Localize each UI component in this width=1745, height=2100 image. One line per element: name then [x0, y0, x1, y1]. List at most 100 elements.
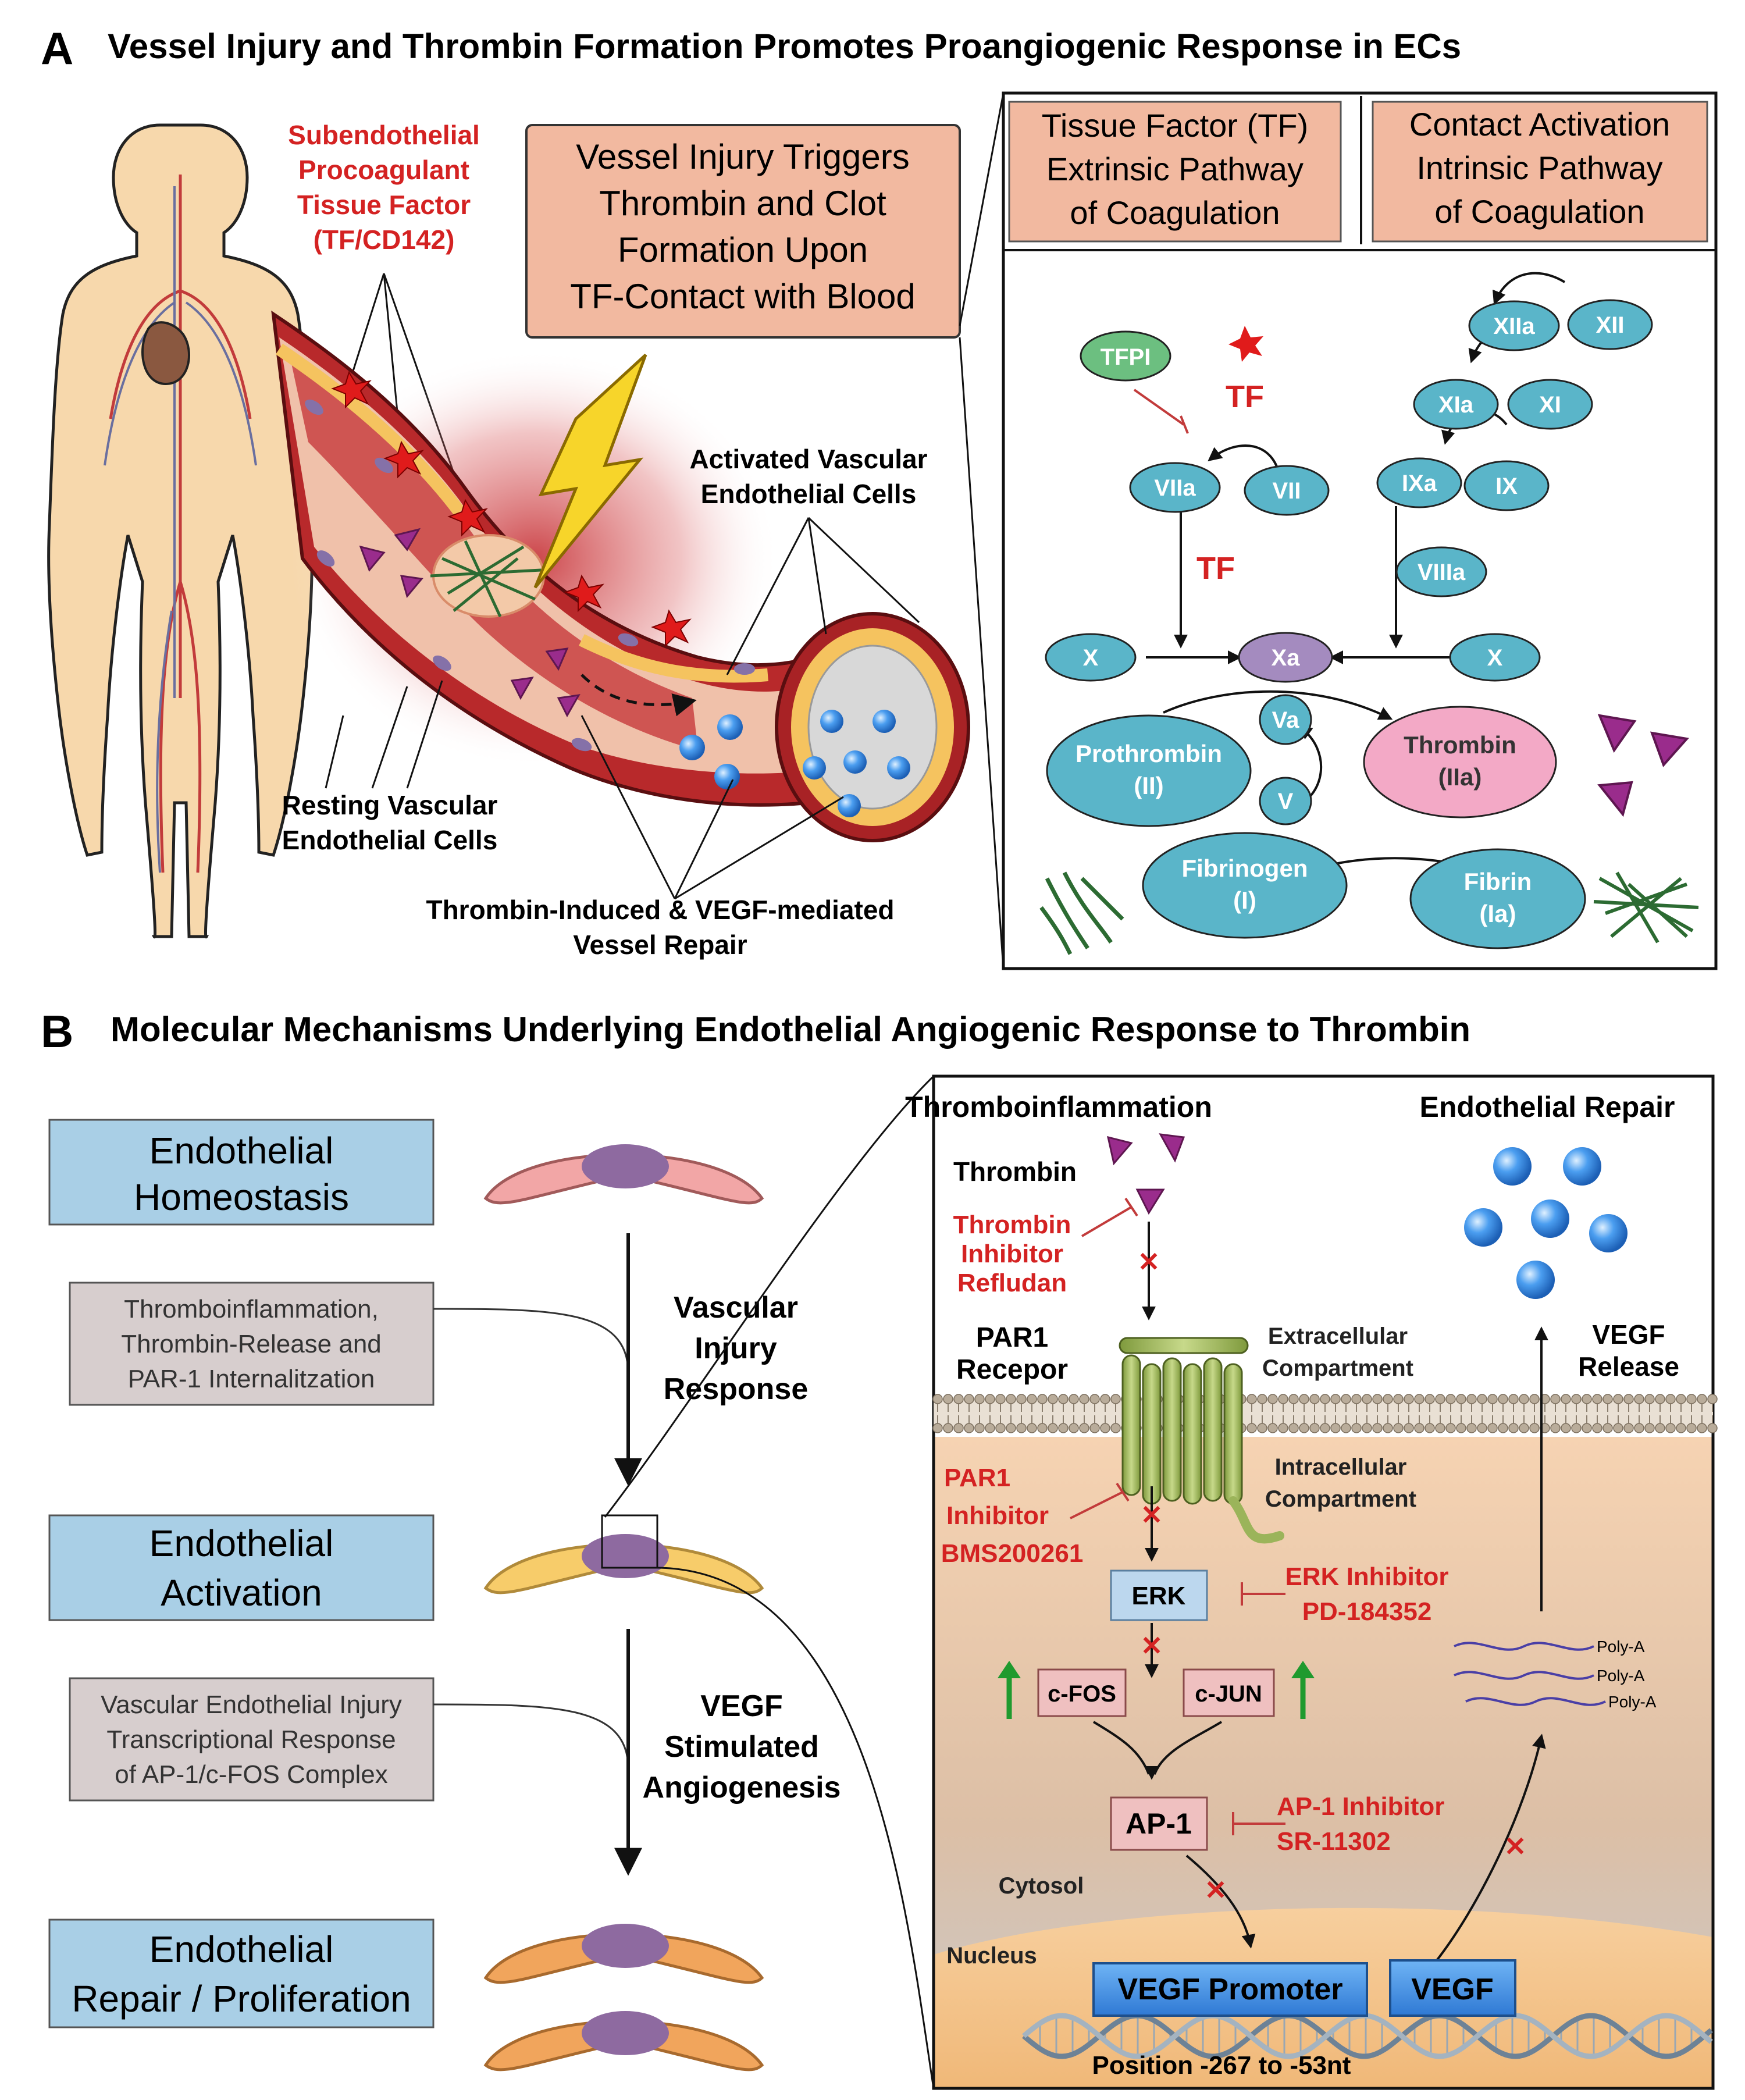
thrombin-label: Thrombin [953, 1156, 1077, 1187]
cjun-box [1183, 1668, 1275, 1717]
heart-icon [141, 321, 190, 386]
par1-receptor-label: PAR1 [976, 1322, 1048, 1353]
nucleus-label: Nucleus [946, 1943, 1037, 1969]
repair-label: Thrombin-Induced & VEGF-mediated [426, 895, 894, 925]
vegf-release-label: VEGF [1592, 1319, 1665, 1350]
thrombin-inhibitor-label: Thrombin [953, 1211, 1071, 1239]
extrinsic-header-text: Extrinsic Pathway [1046, 151, 1304, 187]
stage-homeostasis-text: Endothelial [149, 1130, 334, 1172]
activated-label: Endothelial Cells [701, 479, 917, 509]
arrow-injury-label: Response [664, 1372, 809, 1406]
node-fibrin [1409, 848, 1586, 949]
node-x-right [1449, 633, 1541, 682]
zoom-box [601, 1514, 658, 1569]
stage-homeostasis-text: Homeostasis [134, 1176, 349, 1218]
svg-text:VIIIa: VIIIa [1418, 560, 1466, 585]
injury-box-line: Thrombin and Clot [599, 184, 886, 223]
svg-text:Fibrinogen: Fibrinogen [1182, 855, 1308, 882]
node-xia [1413, 379, 1499, 430]
block-mark-icon: ✕ [1138, 1247, 1160, 1277]
node-vii [1244, 465, 1330, 516]
svg-text:(II): (II) [1134, 772, 1163, 799]
erk-box [1110, 1569, 1208, 1621]
intrinsic-header-text: Contact Activation [1409, 106, 1670, 143]
upregulation-icons [998, 1661, 1315, 1719]
tf-star-icon [1228, 326, 1263, 362]
panel-a-title: Vessel Injury and Thrombin Formation Pro… [108, 27, 1461, 66]
svg-text:Tissue Factor: Tissue Factor [297, 190, 471, 220]
cell-activated [483, 1514, 764, 1594]
node-viiia [1395, 546, 1487, 597]
intrinsic-header [1372, 101, 1708, 243]
node-thrombin [1363, 706, 1557, 818]
clot-icon [430, 534, 545, 618]
cytosol-label: Cytosol [999, 1873, 1084, 1899]
polya-label: Poly-A [1597, 1638, 1645, 1656]
panel-b-letter: B [41, 1006, 73, 1057]
fibrinogen-strand-icon [1039, 871, 1124, 955]
svg-text:TFPI: TFPI [1101, 344, 1151, 370]
thromboinflammation-label: Thromboinflammation [905, 1091, 1212, 1123]
injury-box-line: Vessel Injury Triggers [576, 137, 910, 176]
svg-text:Xa: Xa [1272, 645, 1301, 671]
vegf-icons [679, 710, 910, 817]
par1-receptor-label: Recepor [956, 1354, 1068, 1385]
activated-label: Activated Vascular [689, 444, 927, 474]
fibrin-mesh-icon [1593, 871, 1699, 944]
node-v [1259, 777, 1312, 825]
ap1-inhibitor-label: SR-11302 [1277, 1827, 1391, 1856]
intracellular-label: Intracellular [1275, 1454, 1407, 1480]
node-viia [1129, 462, 1221, 513]
svg-text:XI: XI [1539, 392, 1561, 418]
erk-inhibitor-label: ERK Inhibitor [1285, 1562, 1448, 1591]
human-body [47, 123, 314, 939]
arrow-vegf-label: VEGF [700, 1689, 783, 1723]
svg-text:Thrombin: Thrombin [1404, 731, 1516, 759]
stage-activation-text: Endothelial [149, 1522, 334, 1564]
repair-label: Vessel Repair [573, 930, 747, 960]
tf-label: Subendothelial Procoagulant Tissue Facto… [288, 120, 480, 255]
stage-homeostasis [48, 1119, 435, 1226]
ap1-box [1110, 1796, 1208, 1851]
tf-label-1: TF [1226, 379, 1264, 414]
par1-inhibitor-label: PAR1 [944, 1464, 1010, 1492]
polya-label: Poly-A [1597, 1667, 1645, 1685]
arrow-vegf-label: Stimulated [664, 1730, 819, 1764]
svg-text:(Ia): (Ia) [1480, 900, 1516, 927]
cell-membrane [932, 1394, 1718, 1433]
intrinsic-header-text: Intrinsic Pathway [1416, 150, 1662, 186]
svg-text:Thromboinflammation,: Thromboinflammation, [124, 1295, 379, 1323]
vegf-gene-label: VEGF [1411, 1973, 1494, 2006]
polya-label: Poly-A [1608, 1693, 1657, 1711]
tf-star-icons [331, 371, 692, 647]
stage-repair-text: Endothelial [149, 1928, 334, 1970]
thrombin-icons-cascade [1597, 714, 1689, 817]
svg-text:(TF/CD142): (TF/CD142) [314, 225, 455, 255]
cfos-box [1037, 1668, 1127, 1717]
extracellular-label: Extracellular [1268, 1323, 1408, 1349]
stage-repair [48, 1919, 435, 2028]
extrinsic-header [1008, 101, 1342, 243]
thrombin-icons [359, 528, 581, 718]
svg-text:IXa: IXa [1402, 471, 1437, 496]
cjun-label: c-JUN [1195, 1681, 1262, 1707]
cell-repair-2 [483, 2011, 764, 2071]
vegf-promoter-box [1092, 1962, 1368, 2017]
vegf-icons-mech [1464, 1147, 1628, 1299]
extrinsic-header-text: Tissue Factor (TF) [1042, 107, 1308, 144]
cfos-label: c-FOS [1048, 1681, 1116, 1707]
erk-inhibitor-label: PD-184352 [1302, 1597, 1432, 1626]
svg-text:X: X [1083, 645, 1099, 671]
node-prothrombin [1046, 714, 1252, 827]
ap1-label: AP-1 [1126, 1807, 1192, 1840]
intracellular-label: Compartment [1265, 1486, 1416, 1512]
block-mark-icon: ✕ [1205, 1875, 1227, 1905]
resting-label: Endothelial Cells [282, 825, 498, 855]
node-xii [1567, 299, 1653, 350]
cascade-nodes: TFPI TF VIIa VII TF XIIa XII XIa XI IXa … [1045, 299, 1653, 949]
arrow-injury-label: Injury [695, 1332, 777, 1365]
svg-text:XIa: XIa [1438, 392, 1474, 418]
thrombin-inhibitor-label: Inhibitor [961, 1240, 1063, 1268]
